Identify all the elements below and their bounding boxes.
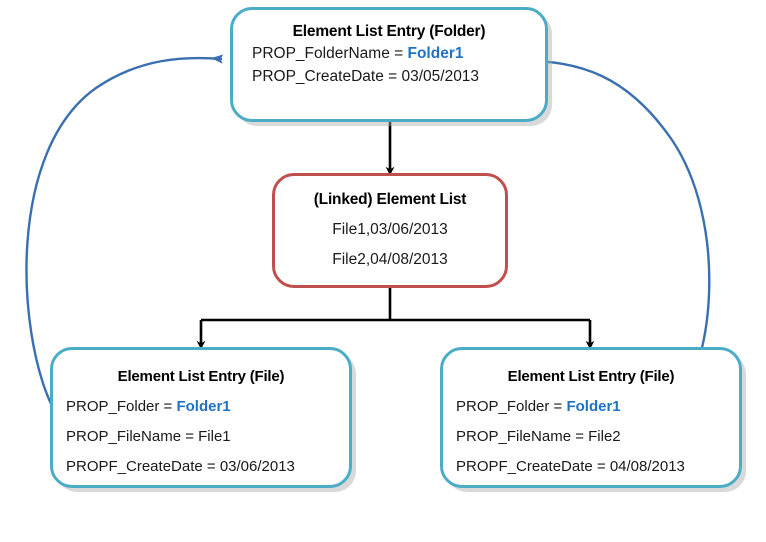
- node-row: PROPF_CreateDate = 04/08/2013: [443, 456, 739, 477]
- row-label: PROP_FileName = File2: [456, 428, 621, 445]
- row-value: Folder1: [566, 398, 621, 415]
- node-element-list-entry-file-1[interactable]: Element List Entry (File) PROP_Folder = …: [50, 347, 352, 488]
- node-element-list-entry-folder[interactable]: Element List Entry (Folder) PROP_FolderN…: [230, 7, 548, 122]
- node-row: File2,04/08/2013: [332, 251, 448, 268]
- node-row: PROP_CreateDate = 03/05/2013: [233, 65, 545, 88]
- row-label: PROP_FileName = File1: [66, 428, 231, 445]
- row-value: Folder1: [176, 398, 231, 415]
- row-label: PROP_CreateDate = 03/05/2013: [252, 68, 480, 85]
- row-label: PROPF_CreateDate = 03/06/2013: [66, 458, 295, 475]
- node-title: Element List Entry (File): [117, 368, 285, 385]
- row-label: PROP_Folder =: [456, 398, 567, 415]
- node-row: PROP_Folder = Folder1: [53, 396, 349, 417]
- node-linked-element-list[interactable]: (Linked) Element List File1,03/06/2013 F…: [272, 173, 508, 288]
- row-value: Folder1: [407, 45, 464, 62]
- row-label: PROP_FolderName =: [252, 45, 408, 62]
- node-element-list-entry-file-2[interactable]: Element List Entry (File) PROP_Folder = …: [440, 347, 742, 488]
- node-row: PROP_FileName = File1: [53, 426, 349, 447]
- row-label: PROP_Folder =: [66, 398, 177, 415]
- node-row: PROPF_CreateDate = 03/06/2013: [53, 456, 349, 477]
- node-title: Element List Entry (File): [507, 368, 675, 385]
- node-title: (Linked) Element List: [313, 191, 467, 208]
- node-title: Element List Entry (Folder): [292, 23, 486, 40]
- row-label: PROPF_CreateDate = 04/08/2013: [456, 458, 685, 475]
- node-row: PROP_FileName = File2: [443, 426, 739, 447]
- node-row: File1,03/06/2013: [332, 221, 448, 238]
- node-row: PROP_Folder = Folder1: [443, 396, 739, 417]
- node-row: PROP_FolderName = Folder1: [233, 42, 545, 65]
